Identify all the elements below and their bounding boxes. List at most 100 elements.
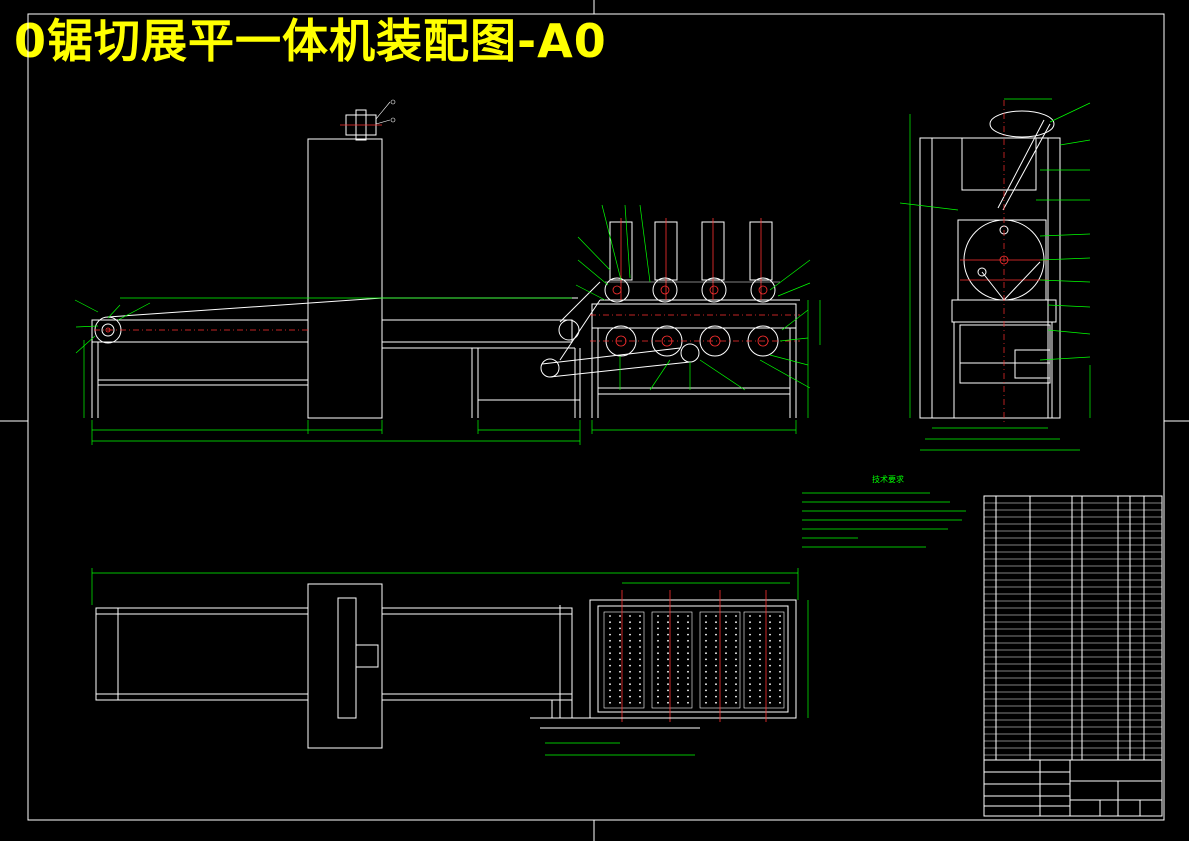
roller-dot [619, 677, 621, 679]
roller-dot [687, 658, 689, 661]
roller-dot [769, 646, 771, 648]
roller-dot [657, 646, 659, 648]
roller-dot [735, 621, 737, 624]
roller-dot [735, 658, 737, 661]
roller-dot [667, 652, 669, 655]
front-view-dimensions [74, 204, 821, 445]
roller-dot [715, 683, 717, 686]
roller-dot [779, 683, 781, 686]
roller-dot [687, 646, 689, 648]
roller-dot [677, 633, 679, 636]
roller-dot [629, 646, 631, 648]
top-view [91, 568, 809, 756]
roller-dot [759, 695, 761, 698]
roller-dot [667, 664, 669, 667]
roller-dot [735, 627, 737, 630]
roller-dot [779, 677, 781, 679]
roller-dot [705, 652, 707, 655]
roller-dot [657, 677, 659, 679]
roller-dot [779, 627, 781, 630]
roller-dot [639, 627, 641, 630]
roller-dot [749, 627, 751, 630]
roller-dot [687, 683, 689, 686]
roller-dot [657, 633, 659, 636]
roller-dot [609, 664, 611, 667]
roller-dot [657, 621, 659, 624]
roller-dot [639, 615, 641, 617]
roller-dot [667, 646, 669, 648]
roller-dot [677, 652, 679, 655]
roller-dot [725, 615, 727, 617]
roller-dot [759, 627, 761, 630]
roller-dot [687, 695, 689, 698]
roller-dot [619, 670, 621, 673]
roller-dot [619, 683, 621, 686]
roller-dot [657, 658, 659, 661]
roller-dot [725, 695, 727, 698]
roller-dot [629, 677, 631, 679]
roller-dot [779, 701, 781, 704]
roller-dot [609, 670, 611, 673]
roller-dot [667, 615, 669, 617]
roller-dot [779, 639, 781, 642]
roller-dot [619, 627, 621, 630]
roller-dot [725, 677, 727, 679]
roller-dot [705, 615, 707, 617]
roller-dot [629, 639, 631, 642]
roller-dot [749, 664, 751, 667]
roller-dot [667, 627, 669, 630]
front-view [91, 99, 800, 419]
roller-dot [759, 658, 761, 661]
roller-dot [657, 664, 659, 667]
roller-dot [725, 621, 727, 624]
roller-dot [769, 639, 771, 642]
roller-dot [687, 615, 689, 617]
roller-dot [629, 621, 631, 624]
roller-dot [759, 639, 761, 642]
roller-dot [715, 652, 717, 655]
roller-dot [769, 689, 771, 692]
roller-dot [769, 621, 771, 624]
roller-dot [749, 683, 751, 686]
roller-dot [759, 633, 761, 636]
roller-dot [657, 615, 659, 617]
roller-dot [705, 701, 707, 704]
roller-dot [629, 633, 631, 636]
side-view [919, 100, 1061, 425]
roller-dot [657, 689, 659, 692]
roller-dot [715, 664, 717, 667]
roller-dot [735, 701, 737, 704]
roller-dot [705, 689, 707, 692]
roller-dot [639, 701, 641, 704]
roller-dot [667, 621, 669, 624]
roller-dot [619, 646, 621, 648]
roller-dot [705, 683, 707, 686]
roller-dot [705, 670, 707, 673]
roller-dot [769, 670, 771, 673]
roller-dot [735, 695, 737, 698]
tech-requirements-heading: 技术要求 [872, 474, 904, 484]
roller-dot [749, 633, 751, 636]
roller-dot [725, 658, 727, 661]
roller-dot [749, 670, 751, 673]
roller-dot [779, 652, 781, 655]
roller-dot [759, 621, 761, 624]
roller-dot [769, 683, 771, 686]
roller-dot [609, 683, 611, 686]
roller-dot [687, 664, 689, 667]
roller-dot [779, 615, 781, 617]
roller-dot [629, 689, 631, 692]
technical-requirements: 技术要求 [802, 474, 966, 548]
roller-dot [735, 677, 737, 679]
roller-dot [667, 689, 669, 692]
roller-dot [609, 701, 611, 704]
roller-dot [725, 689, 727, 692]
roller-dot [715, 701, 717, 704]
roller-dot [639, 633, 641, 636]
roller-dot [657, 701, 659, 704]
roller-dot [677, 627, 679, 630]
roller-dot [705, 695, 707, 698]
roller-dot [715, 689, 717, 692]
roller-dot [705, 639, 707, 642]
